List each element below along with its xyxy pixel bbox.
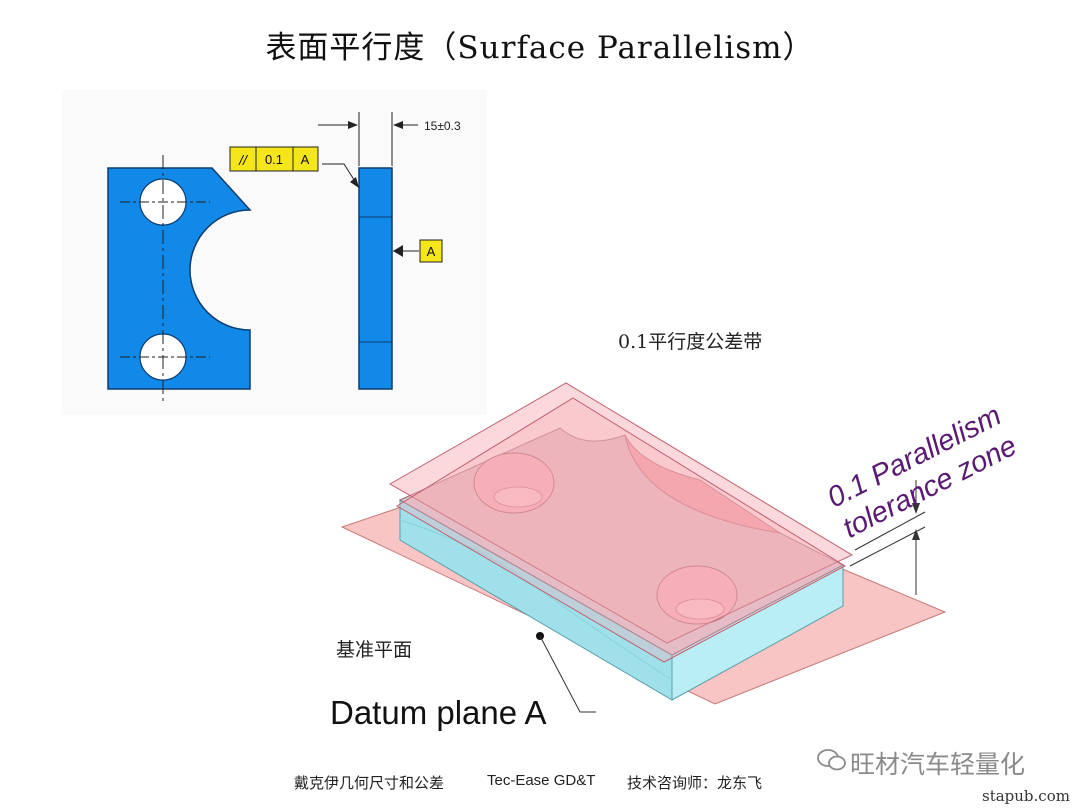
iso-hole-lower-bottom (675, 598, 725, 620)
zone-ext-upper (854, 511, 926, 551)
isometric-view (340, 382, 947, 713)
page-title: 表面平行度（Surface Parallelism） (265, 30, 815, 66)
fcf-leader-arrow (350, 177, 359, 188)
dim-arrow-right-head (393, 121, 403, 129)
feature-control-frame: // 0.1 A (229, 146, 319, 172)
footer-right: 技术咨询师：龙东飞 (627, 774, 763, 792)
datum-plane-label-en: Datum plane A (330, 694, 547, 731)
datum-feature-symbol: A (419, 239, 443, 263)
fcf-tolerance: 0.1 (265, 152, 283, 167)
watermark-text: 旺材汽车轻量化 (850, 750, 1026, 779)
watermark: 旺材汽车轻量化 (818, 745, 1025, 781)
part-cutout (624, 434, 781, 534)
tolerance-zone-label-cn: 0.1平行度公差带 (618, 331, 763, 353)
fcf-leader (322, 163, 359, 187)
zone-dim-upper-arrow (912, 503, 920, 514)
datum-letter: A (427, 244, 436, 259)
zone-dim-lower-arrow (912, 529, 920, 540)
footer-left: 戴克伊几何尺寸和公差 (294, 774, 445, 792)
fcf-datum: A (301, 152, 310, 167)
tolerance-zone-upper-plane (388, 382, 854, 644)
dim-arrow-left-head (348, 121, 358, 129)
datum-plane-leader (539, 635, 596, 713)
thickness-dimension: 15±0.3 (424, 119, 461, 133)
datum-box (419, 239, 443, 263)
datum-triangle (393, 245, 403, 257)
side-view (318, 112, 419, 390)
tolerance-zone-lower-plane (396, 397, 847, 663)
datum-plane-label-cn: 基准平面 (336, 639, 413, 661)
zone-ext-lower (849, 526, 926, 567)
side-view-body (358, 167, 393, 390)
fcf-symbol: // (238, 152, 249, 168)
iso-hole-upper-bottom (493, 486, 543, 508)
site-url: stapub.com (982, 787, 1070, 805)
front-view-body (107, 167, 252, 390)
footer-center: Tec-Ease GD&T (487, 772, 596, 789)
fcf-box (229, 146, 319, 172)
front-view (107, 155, 252, 405)
wechat-icon (817, 749, 846, 771)
